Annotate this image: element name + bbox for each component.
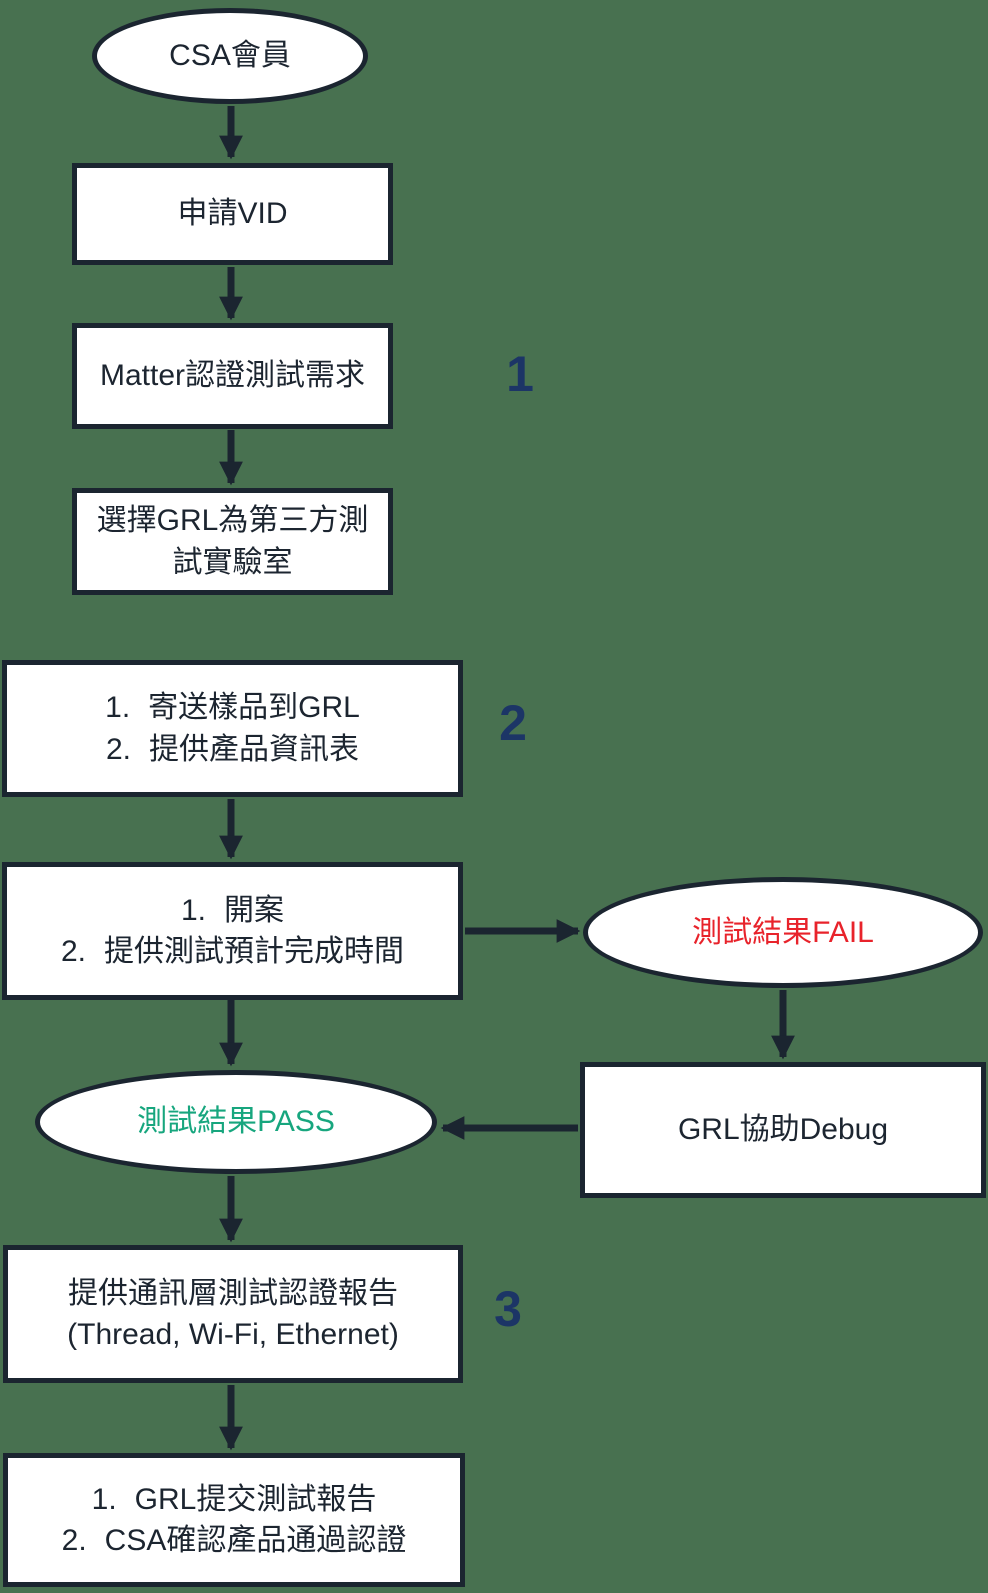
- node-report-line1: 提供通訊層測試認證報告: [68, 1276, 398, 1310]
- step-label-1: 1: [506, 346, 534, 402]
- list-item: 1. 開案: [181, 890, 284, 931]
- node-test-result-fail: 測試結果FAIL: [583, 877, 983, 988]
- node-csa-member-label: CSA會員: [169, 39, 291, 73]
- list-item-number: 2.: [105, 732, 132, 766]
- step-label-2: 2: [499, 695, 527, 751]
- list-item: 2. 提供測試預計完成時間: [61, 931, 404, 972]
- node-apply-vid-label: 申請VID: [177, 197, 288, 231]
- list-item-number: 1.: [180, 893, 207, 927]
- node-choose-grl-line1: 選擇GRL為第三方測: [96, 504, 369, 538]
- node-final-confirmation: 1. GRL提交測試報告 2. CSA確認產品通過認證: [3, 1453, 465, 1587]
- node-test-result-pass: 測試結果PASS: [35, 1070, 437, 1174]
- node-test-result-fail-label: 測試結果FAIL: [692, 915, 874, 949]
- node-csa-member: CSA會員: [92, 8, 368, 104]
- list-item-text: CSA確認產品通過認證: [104, 1524, 407, 1557]
- node-matter-requirement-label: Matter認證測試需求: [99, 359, 366, 393]
- list-item: 2. CSA確認產品通過認證: [62, 1520, 407, 1561]
- list-item: 2. 提供產品資訊表: [106, 729, 359, 770]
- node-open-case: 1. 開案 2. 提供測試預計完成時間: [2, 862, 463, 1000]
- list-item: 1. GRL提交測試報告: [92, 1479, 377, 1520]
- node-report-line2: (Thread, Wi-Fi, Ethernet): [67, 1318, 399, 1351]
- list-item-number: 1.: [105, 691, 131, 725]
- list-item-number: 2.: [60, 935, 87, 968]
- list-item-text: 寄送樣品到GRL: [148, 691, 360, 725]
- node-test-result-pass-label: 測試結果PASS: [137, 1105, 335, 1139]
- node-grl-debug: GRL協助Debug: [580, 1062, 986, 1198]
- node-grl-debug-label: GRL協助Debug: [677, 1113, 889, 1147]
- list-item-text: GRL提交測試報告: [134, 1482, 377, 1516]
- list-item-text: 開案: [224, 893, 285, 927]
- list-item-text: 提供測試預計完成時間: [104, 935, 405, 968]
- list-item-text: 提供產品資訊表: [149, 732, 360, 766]
- node-report: 提供通訊層測試認證報告 (Thread, Wi-Fi, Ethernet): [3, 1245, 463, 1383]
- list-item: 1. 寄送樣品到GRL: [105, 687, 360, 728]
- node-matter-requirement: Matter認證測試需求: [72, 323, 393, 429]
- node-choose-grl: 選擇GRL為第三方測 試實驗室: [72, 488, 393, 595]
- node-apply-vid: 申請VID: [72, 163, 393, 265]
- list-item-number: 1.: [91, 1482, 117, 1516]
- step-label-3: 3: [494, 1281, 522, 1337]
- node-send-samples: 1. 寄送樣品到GRL 2. 提供產品資訊表: [2, 660, 463, 797]
- list-item-number: 2.: [61, 1524, 87, 1557]
- node-choose-grl-line2: 試實驗室: [172, 545, 293, 579]
